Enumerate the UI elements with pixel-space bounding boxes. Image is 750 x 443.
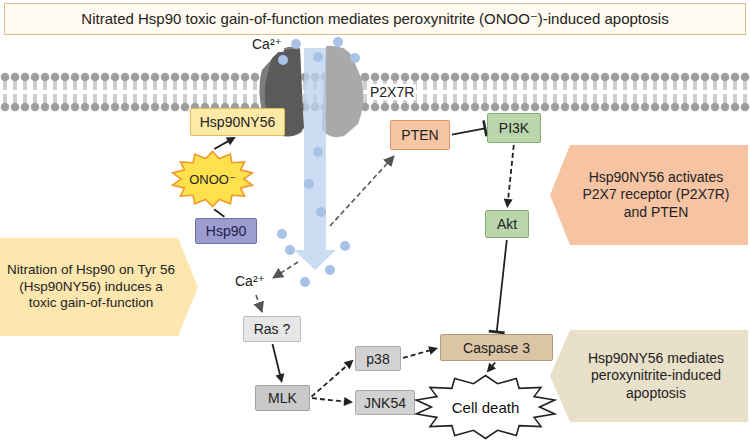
node-text: Ras ? bbox=[254, 321, 291, 337]
callout-arrow: Hsp90NY56 activates P2X7 receptor (P2X7R… bbox=[550, 145, 748, 245]
connector bbox=[452, 121, 487, 137]
node-text: Akt bbox=[497, 216, 517, 232]
connector-line bbox=[452, 128, 485, 134]
node-shape bbox=[550, 330, 748, 422]
connector bbox=[489, 240, 507, 333]
node-text: Nitration of Hsp90 on Tyr 56 (Hsp90NY56)… bbox=[6, 262, 176, 313]
connector bbox=[214, 209, 224, 217]
callout-arrow: Nitration of Hsp90 on Tyr 56 (Hsp90NY56)… bbox=[0, 238, 198, 336]
protein-box: Hsp90NY56 bbox=[190, 108, 285, 136]
protein-box: PTEN bbox=[390, 120, 450, 150]
node-text: JNK54 bbox=[364, 395, 406, 411]
connector-line bbox=[508, 145, 514, 201]
connector-line bbox=[312, 398, 346, 401]
connector bbox=[272, 344, 284, 383]
connector-line bbox=[214, 209, 224, 217]
text-label: P2X7R bbox=[368, 84, 416, 100]
protein-box: PI3K bbox=[487, 113, 541, 143]
node-text: Caspase 3 bbox=[463, 340, 530, 356]
node-text: PI3K bbox=[499, 120, 529, 136]
node-text: Hsp90NY56 activates P2X7 receptor (P2X7R… bbox=[570, 169, 742, 222]
arrow-head bbox=[344, 360, 354, 369]
protein-box: Ras ? bbox=[243, 316, 301, 342]
connector bbox=[487, 363, 496, 373]
protein-box: p38 bbox=[355, 346, 401, 371]
node-shape bbox=[0, 238, 198, 336]
node-text: Hsp90NY56 bbox=[200, 114, 276, 130]
callout-arrow: Hsp90NY56 mediates peroxynitrite-induced… bbox=[550, 330, 748, 422]
protein-box: MLK bbox=[255, 385, 310, 411]
cell-death-burst: Cell death bbox=[413, 374, 558, 440]
node-text: Hsp90 bbox=[206, 223, 246, 239]
connector bbox=[504, 145, 514, 208]
connector bbox=[214, 137, 236, 149]
arrow-head bbox=[344, 397, 353, 406]
title-banner: Nitrated Hsp90 toxic gain-of-function me… bbox=[4, 3, 746, 35]
arrow-head bbox=[226, 137, 236, 145]
connector-line bbox=[214, 140, 229, 149]
arrow-head bbox=[428, 346, 438, 355]
arrow-head bbox=[487, 363, 496, 373]
connector-line bbox=[312, 364, 349, 396]
node-text: Hsp90NY56 mediates peroxynitrite-induced… bbox=[570, 350, 742, 403]
node-text: MLK bbox=[268, 390, 297, 406]
protein-box: Hsp90 bbox=[195, 218, 257, 244]
arrow-head bbox=[276, 373, 285, 383]
connector-line bbox=[497, 240, 507, 332]
node-shape bbox=[416, 376, 554, 439]
arrow-head bbox=[504, 199, 513, 208]
protein-box: Caspase 3 bbox=[440, 334, 553, 361]
node-text: p38 bbox=[366, 351, 389, 367]
node-text: ONOO⁻ bbox=[189, 172, 236, 187]
text-label: Ca²⁺ bbox=[250, 36, 284, 52]
oxidant-burst: ONOO⁻ bbox=[170, 150, 255, 208]
node-text: PTEN bbox=[401, 127, 438, 143]
text-label: Ca²⁺ bbox=[233, 273, 267, 289]
protein-box: JNK54 bbox=[355, 390, 415, 415]
connector-line bbox=[272, 344, 280, 376]
node-shape bbox=[550, 145, 748, 245]
connector bbox=[312, 360, 354, 397]
connector bbox=[403, 346, 438, 358]
inhibition-bar bbox=[489, 331, 505, 333]
connector bbox=[312, 397, 353, 406]
protein-box: Akt bbox=[485, 210, 529, 238]
node-shape bbox=[173, 152, 253, 207]
node-text: Cell death bbox=[452, 399, 520, 416]
connector-line bbox=[403, 350, 431, 358]
